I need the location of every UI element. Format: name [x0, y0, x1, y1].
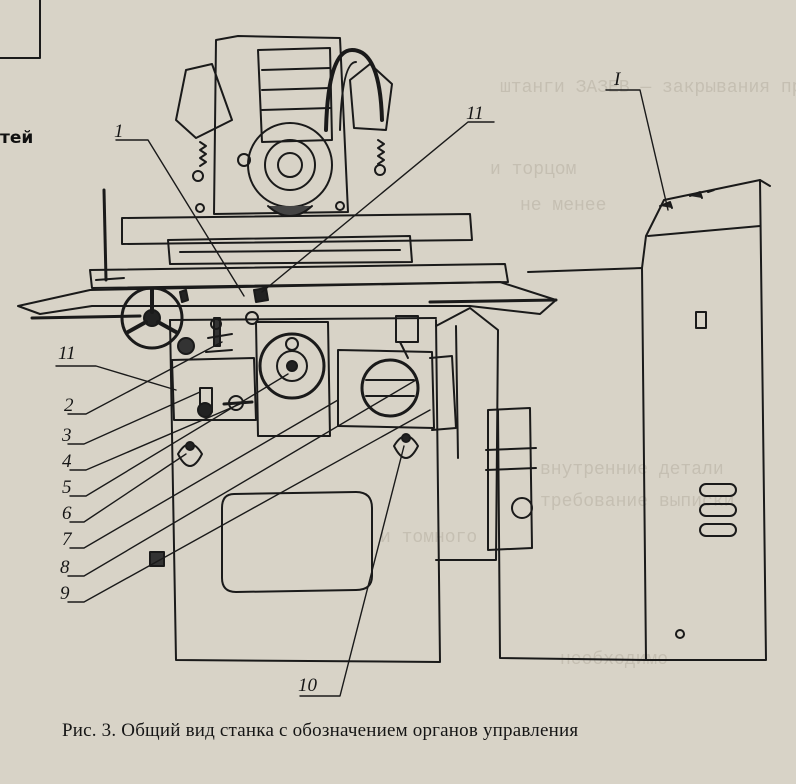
leader-1-right: [605, 89, 669, 211]
leader-5: [69, 373, 289, 497]
callout-8: 8: [60, 557, 70, 578]
show-through-line: и торцом: [490, 160, 577, 180]
electrical-cabinet: [497, 179, 771, 661]
callout-2: 2: [64, 395, 74, 416]
callout-9: 9: [60, 583, 70, 604]
show-through-line: и томного: [380, 528, 478, 548]
callout-1-left: 1: [114, 121, 124, 142]
show-through-line: внутренние детали: [540, 460, 724, 480]
leader-8: [67, 379, 417, 577]
callout-7: 7: [62, 529, 72, 550]
leader-1-left: [115, 139, 245, 297]
figure-caption: Рис. 3. Общий вид станка с обозначением …: [62, 720, 579, 741]
leader-10: [299, 445, 405, 697]
leader-11-top: [261, 121, 495, 293]
hydraulic-unit: [435, 307, 537, 561]
table-handwheel: [120, 286, 184, 350]
callout-10: 10: [298, 675, 317, 696]
show-through-line: не менее: [520, 196, 607, 216]
callout-11-top: 11: [466, 103, 484, 124]
callout-11-left: 11: [58, 343, 76, 364]
leader-2: [67, 341, 223, 415]
margin-text-fragment: тей: [0, 128, 34, 148]
previous-figure-frame: [0, 0, 41, 59]
leader-3: [67, 391, 201, 445]
callout-4: 4: [62, 451, 72, 472]
leader-7: [69, 399, 339, 549]
leader-11-left: [55, 365, 177, 391]
show-through-line: требование выписки: [540, 492, 735, 512]
leader-9: [67, 409, 431, 603]
callout-6: 6: [62, 503, 72, 524]
callout-1-right: I: [614, 69, 621, 90]
callout-5: 5: [62, 477, 72, 498]
leader-6: [69, 453, 187, 523]
show-through-line: штанги ЗАЗЕВ — закрывания прех: [500, 78, 796, 98]
leader-lines: [55, 89, 669, 697]
grinding-head: [175, 35, 393, 217]
leader-4: [69, 403, 241, 471]
callout-3: 3: [62, 425, 72, 446]
machine-base: [149, 315, 457, 663]
